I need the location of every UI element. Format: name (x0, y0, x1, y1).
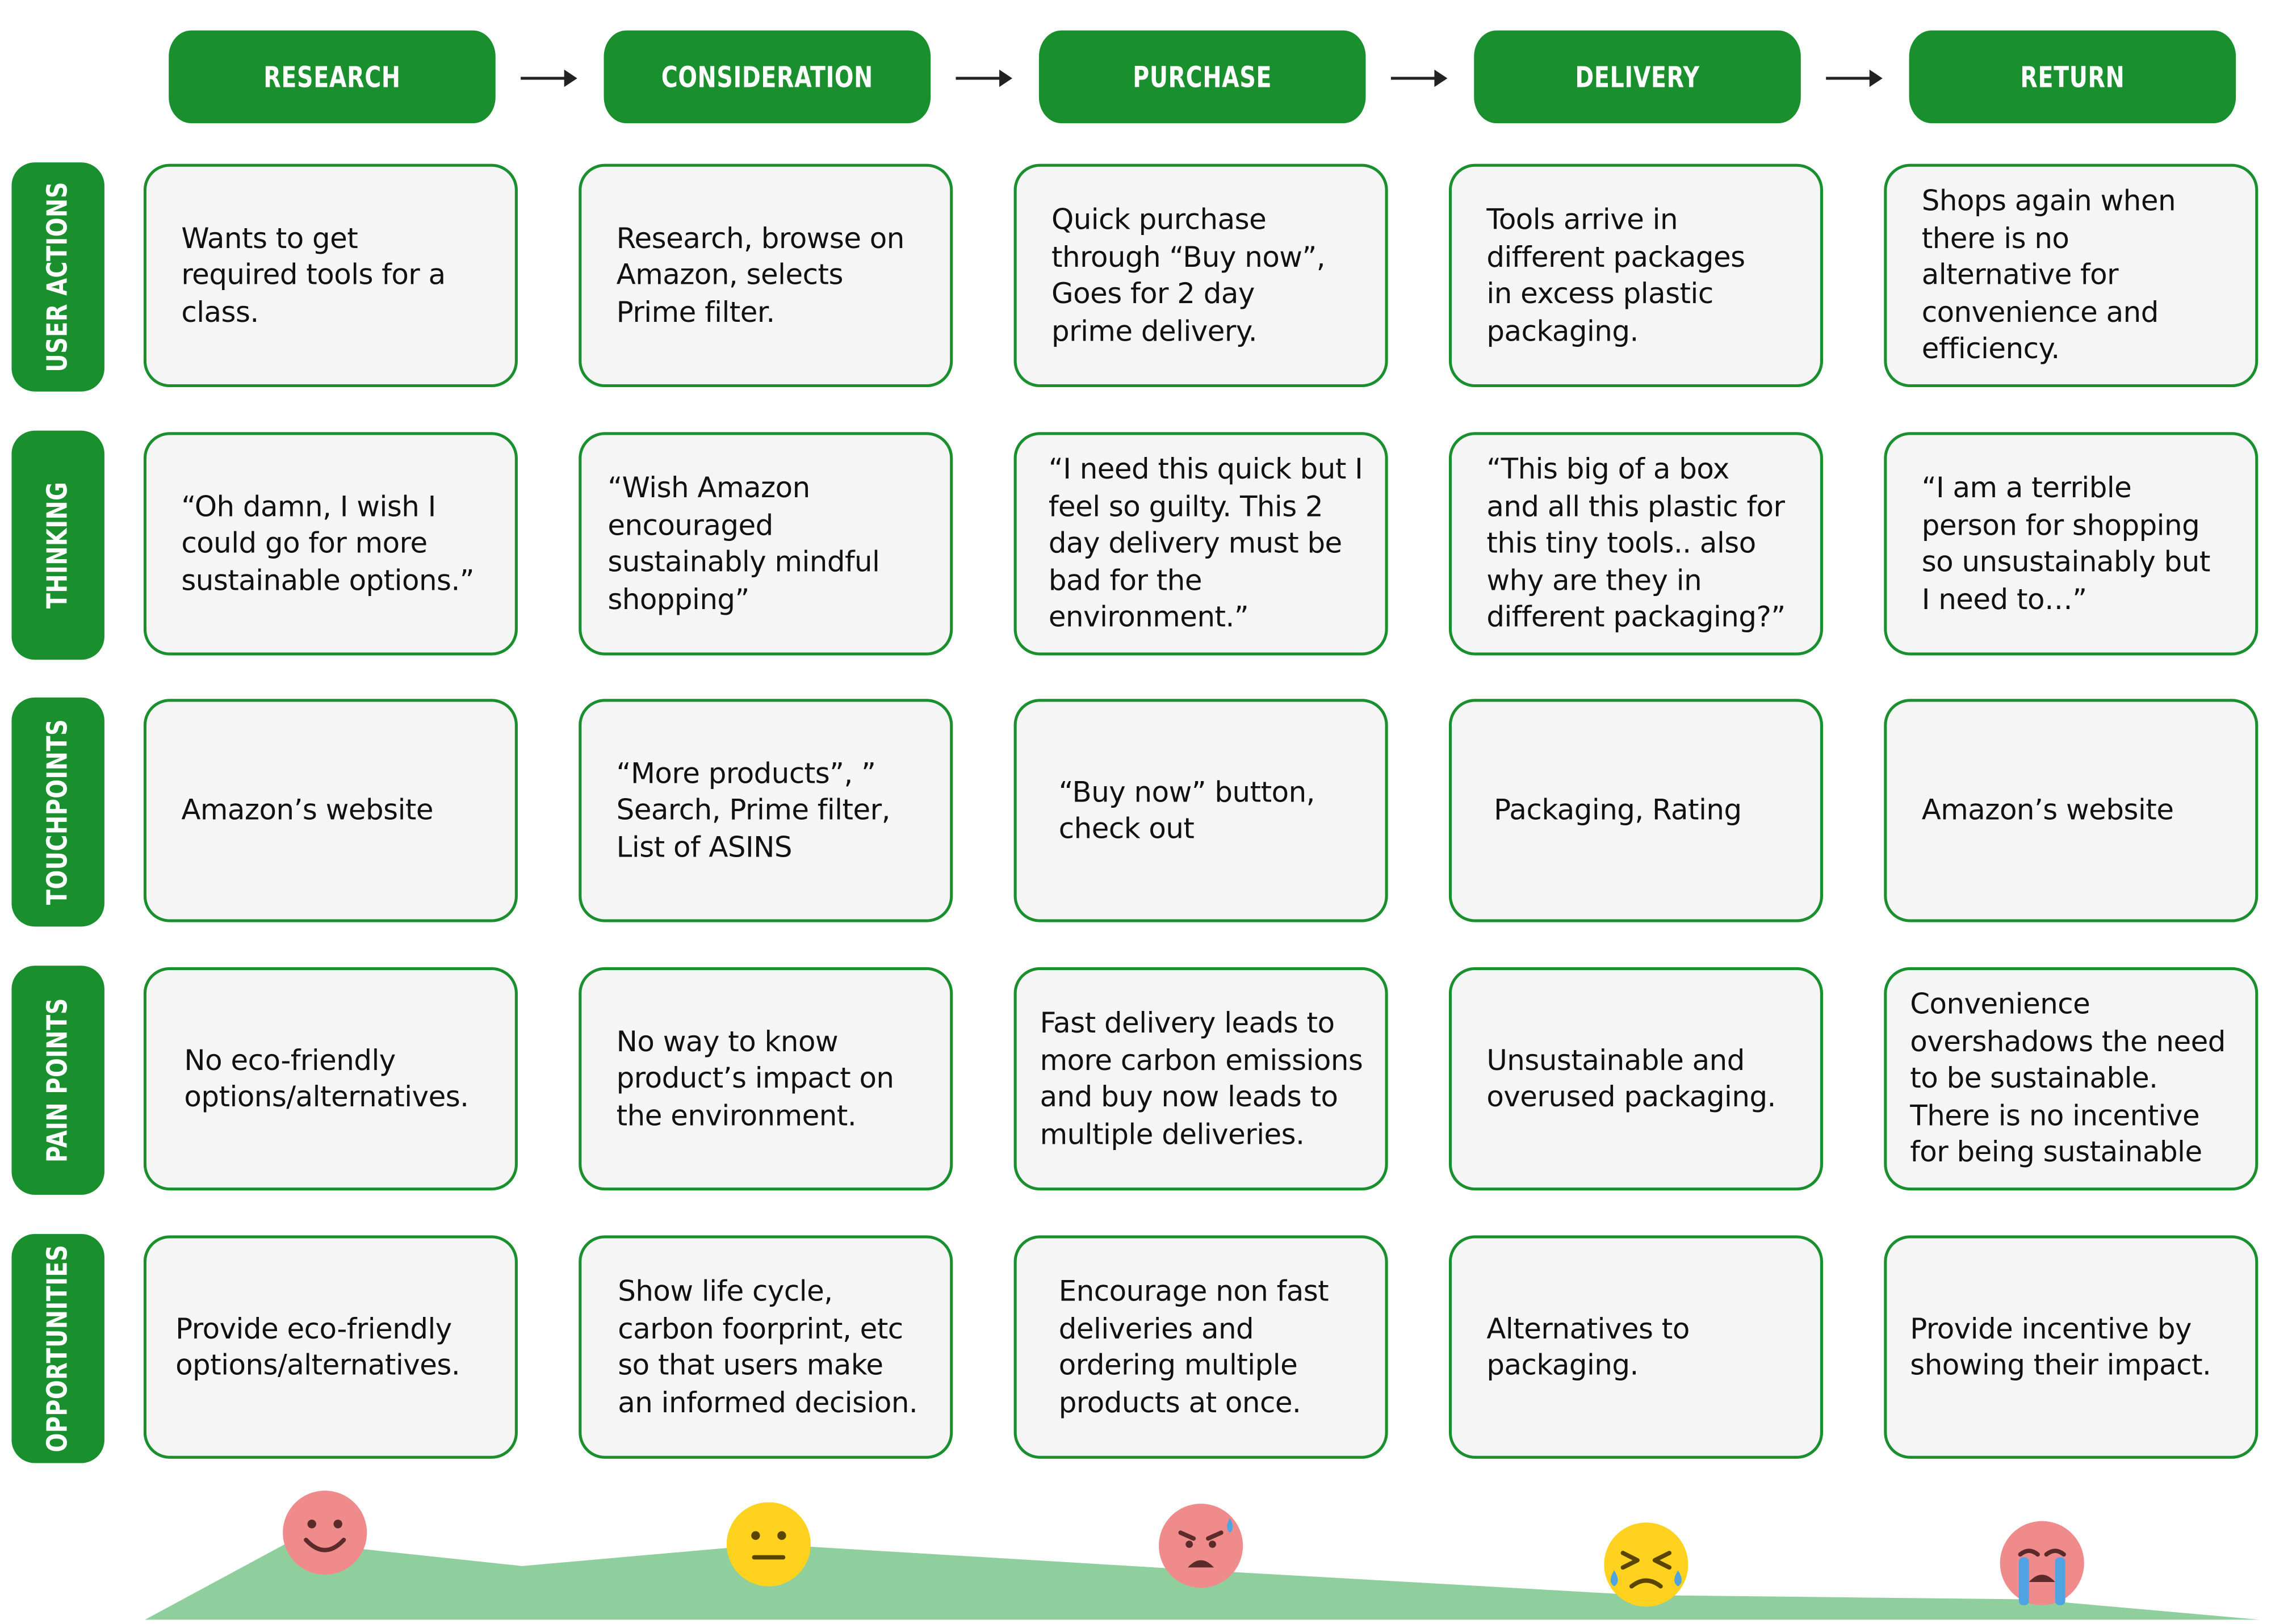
cell-thinking-consideration: “Wish Amazon encouraged sustainably mind… (579, 432, 953, 656)
row-label-text: TOUCHPOINTS (42, 719, 74, 905)
cell-user-actions-consideration: Research, browse on Amazon, selects Prim… (579, 163, 953, 388)
cell-pain-points-consideration: No way to know product’s impact on the e… (579, 967, 953, 1191)
happy-face-icon (283, 1491, 367, 1575)
cell-opportunities-purchase: Encourage non fast deliveries and orderi… (1013, 1235, 1388, 1459)
cell-touchpoints-return: Amazon’s website (1884, 699, 2259, 922)
cell-touchpoints-consideration: “More products”, ” Search, Prime filter,… (579, 699, 953, 922)
cell-pain-points-research: No eco-friendly options/alternatives. (143, 967, 518, 1191)
arrow-right-icon (1390, 69, 1448, 87)
stage-header-consideration: CONSIDERATION (604, 30, 931, 124)
arrow-right-icon (956, 69, 1013, 87)
stage-header-delivery: DELIVERY (1474, 30, 1801, 124)
cell-user-actions-return: Shops again when there is no alternative… (1884, 163, 2259, 388)
cell-user-actions-purchase: Quick purchase through “Buy now”, Goes f… (1013, 163, 1388, 388)
row-label-text: USER ACTIONS (42, 182, 74, 372)
cell-opportunities-consideration: Show life cycle, carbon foorprint, etc s… (579, 1235, 953, 1459)
row-label-user-actions: USER ACTIONS (11, 162, 104, 392)
cell-thinking-purchase: “I need this quick but I feel so guilty.… (1013, 432, 1388, 656)
cell-thinking-research: “Oh damn, I wish I could go for more sus… (143, 432, 518, 656)
arrow-right-icon (521, 69, 577, 87)
cell-touchpoints-purchase: “Buy now” button, check out (1013, 699, 1388, 922)
cell-touchpoints-delivery: Packaging, Rating (1448, 699, 1824, 922)
stage-header-research: RESEARCH (169, 30, 496, 124)
row-label-text: OPPORTUNITIES (42, 1244, 74, 1453)
row-label-text: THINKING (42, 481, 74, 609)
arrow-right-icon (1826, 69, 1883, 87)
cell-opportunities-delivery: Alternatives to packaging. (1448, 1235, 1824, 1459)
neutral-face-icon (726, 1502, 811, 1587)
row-label-pain-points: PAIN POINTS (11, 966, 104, 1195)
row-label-opportunities: OPPORTUNITIES (11, 1233, 104, 1463)
cell-opportunities-research: Provide eco-friendly options/alternative… (143, 1235, 518, 1459)
cell-user-actions-research: Wants to get required tools for a class. (143, 163, 518, 388)
cell-pain-points-return: Convenience overshadows the need to be s… (1884, 967, 2259, 1191)
cell-opportunities-return: Provide incentive by showing their impac… (1884, 1235, 2259, 1459)
cell-pain-points-delivery: Unsustainable and overused packaging. (1448, 967, 1824, 1191)
stage-header-purchase: PURCHASE (1038, 30, 1366, 124)
cell-pain-points-purchase: Fast delivery leads to more carbon emiss… (1013, 967, 1388, 1191)
stage-header-return: RETURN (1909, 30, 2236, 124)
row-label-touchpoints: TOUCHPOINTS (11, 697, 104, 927)
cell-touchpoints-research: Amazon’s website (143, 699, 518, 922)
cell-user-actions-delivery: Tools arrive in different packages in ex… (1448, 163, 1824, 388)
sad-sweat-face-icon (1159, 1504, 1243, 1588)
crying-squint-face-icon (1604, 1522, 1688, 1607)
cell-thinking-return: “I am a terrible person for shopping so … (1884, 432, 2259, 656)
row-label-text: PAIN POINTS (42, 998, 74, 1163)
row-label-thinking: THINKING (11, 430, 104, 660)
loudly-crying-face-icon (2000, 1521, 2084, 1605)
cell-thinking-delivery: “This big of a box and all this plastic … (1448, 432, 1824, 656)
